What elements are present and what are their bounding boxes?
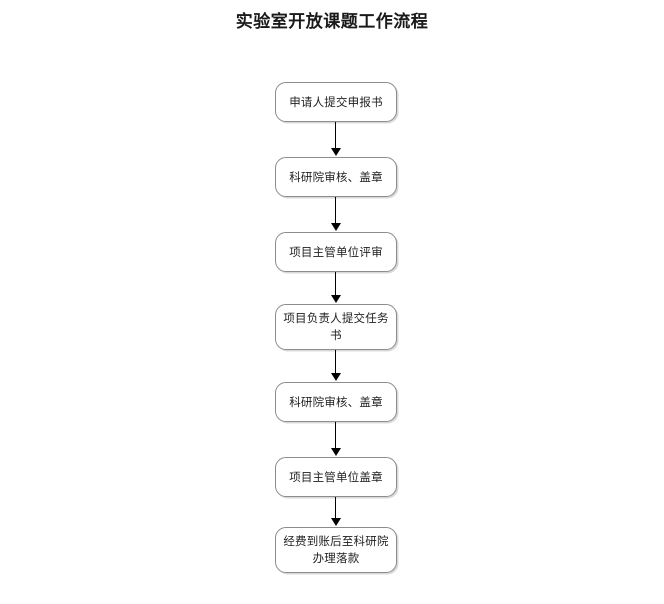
flow-node-label: 科研院审核、盖章 [289,169,383,184]
arrow-head-icon [330,223,341,231]
flow-node-1[interactable]: 申请人提交申报书 [275,82,397,122]
flow-arrow-2-to-3 [275,197,397,232]
flow-node-column: 申请人提交申报书 科研院审核、盖章 项目主管单位评审 项目负责人提交任务书 [275,82,399,573]
flow-node-7[interactable]: 经费到账后至科研院办理落款 [275,527,397,573]
flow-node-2[interactable]: 科研院审核、盖章 [275,157,397,197]
arrow-line [335,272,337,296]
page-title: 实验室开放课题工作流程 [235,12,429,32]
flow-arrow-4-to-5 [275,350,397,382]
flow-node-label: 经费到账后至科研院办理落款 [283,534,389,565]
arrow-line [335,197,337,224]
arrow-line [335,422,337,449]
flow-arrow-6-to-7 [275,497,397,527]
arrow-head-icon [330,373,341,381]
arrow-head-icon [330,518,341,526]
flow-node-6[interactable]: 项目主管单位盖章 [275,457,397,497]
flow-node-label: 申请人提交申报书 [289,94,383,109]
arrow-head-icon [330,295,341,303]
flow-node-label: 项目主管单位盖章 [289,469,383,484]
flow-arrow-1-to-2 [275,122,397,157]
flow-node-label: 项目主管单位评审 [289,244,383,259]
arrow-head-icon [330,448,341,456]
flow-arrow-3-to-4 [275,272,397,304]
flow-arrow-5-to-6 [275,422,397,457]
arrow-line [335,350,337,374]
flow-node-5[interactable]: 科研院审核、盖章 [275,382,397,422]
flow-node-label: 项目负责人提交任务书 [283,311,389,342]
arrow-line [335,122,337,149]
arrow-line [335,497,337,519]
flow-node-4[interactable]: 项目负责人提交任务书 [275,304,397,350]
flow-node-label: 科研院审核、盖章 [289,394,383,409]
arrow-head-icon [330,148,341,156]
flow-node-3[interactable]: 项目主管单位评审 [275,232,397,272]
